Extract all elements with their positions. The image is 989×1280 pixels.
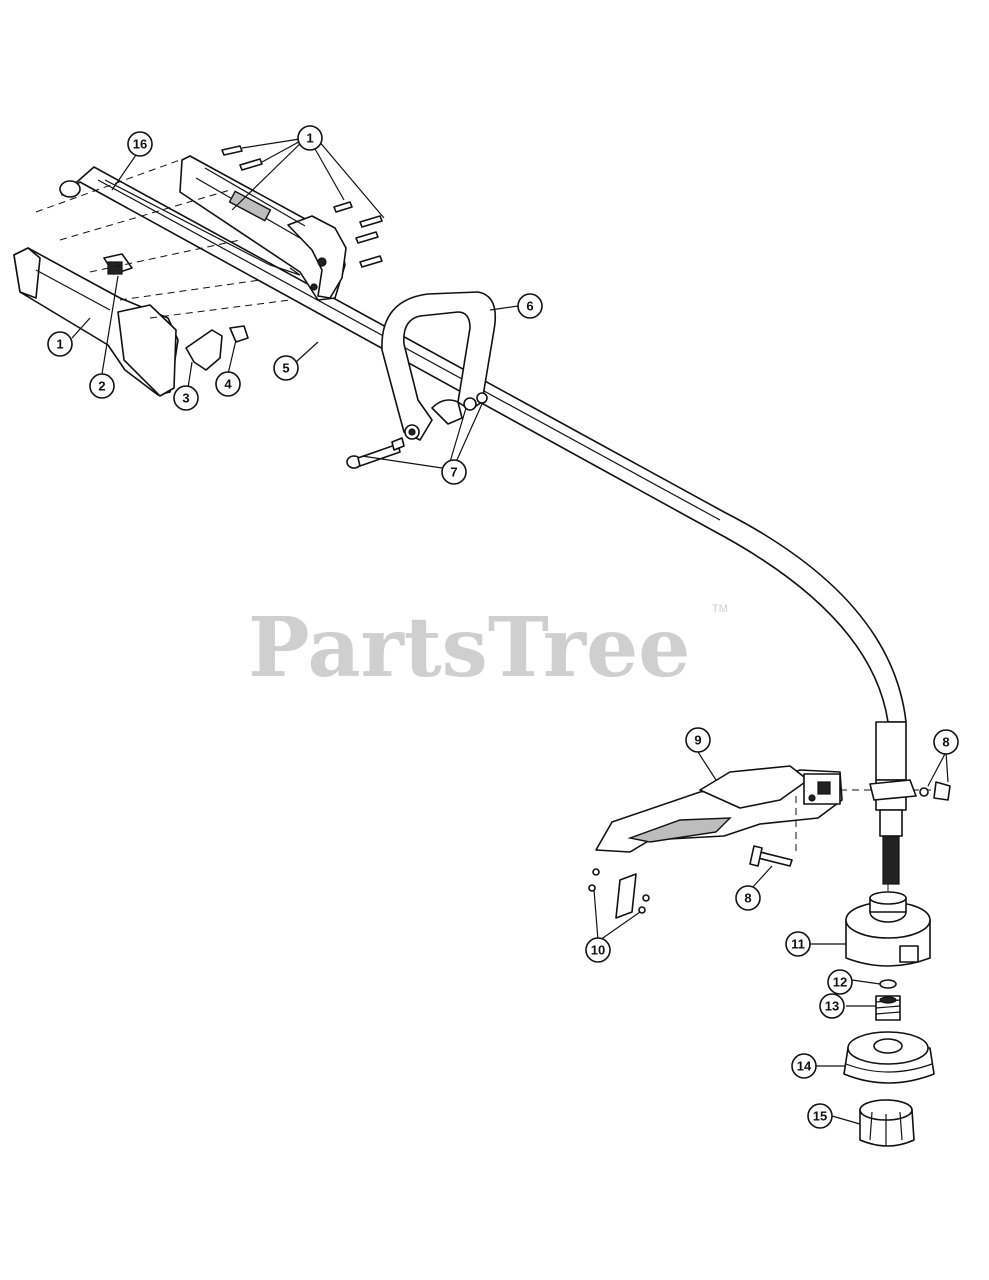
shaft-clamp bbox=[869, 779, 951, 801]
callout-5: 5 bbox=[273, 355, 299, 381]
washer bbox=[879, 979, 897, 989]
callout-9: 9 bbox=[685, 727, 711, 753]
screws-upper bbox=[221, 145, 383, 268]
cable bbox=[104, 179, 301, 276]
assembly-lines-upper bbox=[35, 159, 291, 319]
switch bbox=[103, 253, 133, 275]
callout-2: 2 bbox=[89, 373, 115, 399]
handle-housing-right bbox=[179, 155, 347, 301]
line-cutter-blade bbox=[615, 873, 637, 919]
callout-label: 12 bbox=[833, 975, 847, 990]
handle-housing-left bbox=[13, 247, 179, 397]
callout-10: 10 bbox=[585, 937, 611, 963]
leader-lines bbox=[71, 137, 949, 1125]
trigger bbox=[185, 329, 223, 371]
callout-label: 1 bbox=[306, 131, 313, 146]
spool bbox=[843, 1031, 935, 1084]
callout-label: 7 bbox=[450, 465, 457, 480]
callout-label: 8 bbox=[744, 891, 751, 906]
spring bbox=[875, 995, 901, 1021]
callout-label: 16 bbox=[133, 137, 147, 152]
guard-screw bbox=[749, 845, 793, 867]
spool-housing bbox=[845, 891, 931, 967]
callout-label: 10 bbox=[591, 943, 605, 958]
callout-7: 7 bbox=[441, 459, 467, 485]
callout-label: 5 bbox=[282, 361, 289, 376]
blade-screws bbox=[588, 868, 650, 914]
callout-11: 11 bbox=[785, 931, 811, 957]
callout-13: 13 bbox=[819, 993, 845, 1019]
callout-label: 9 bbox=[694, 733, 701, 748]
callout-label: 8 bbox=[942, 735, 949, 750]
callout-1-top: 1 bbox=[297, 125, 323, 151]
callout-8-right: 8 bbox=[933, 729, 959, 755]
callout-14: 14 bbox=[791, 1053, 817, 1079]
guard bbox=[595, 765, 843, 853]
callout-label: 14 bbox=[797, 1059, 812, 1074]
callout-label: 13 bbox=[825, 999, 839, 1014]
callout-4: 4 bbox=[215, 371, 241, 397]
callout-label: 3 bbox=[182, 391, 189, 406]
watermark-trademark: TM bbox=[712, 603, 728, 615]
callout-label: 1 bbox=[56, 337, 63, 352]
callout-label: 6 bbox=[526, 299, 533, 314]
callout-label: 2 bbox=[98, 379, 105, 394]
callout-15: 15 bbox=[807, 1103, 833, 1129]
callout-6: 6 bbox=[517, 293, 543, 319]
watermark-logo: PartsTree bbox=[248, 600, 690, 696]
clip bbox=[229, 325, 249, 343]
callout-16: 16 bbox=[127, 131, 153, 157]
bolt bbox=[346, 392, 488, 469]
callout-3: 3 bbox=[173, 385, 199, 411]
callout-label: 15 bbox=[813, 1109, 827, 1124]
callout-12: 12 bbox=[827, 969, 853, 995]
callout-label: 11 bbox=[791, 937, 805, 952]
callout-1-left: 1 bbox=[47, 331, 73, 357]
callout-8-lower: 8 bbox=[735, 885, 761, 911]
bump-knob bbox=[859, 1099, 915, 1147]
callout-label: 4 bbox=[224, 377, 232, 392]
